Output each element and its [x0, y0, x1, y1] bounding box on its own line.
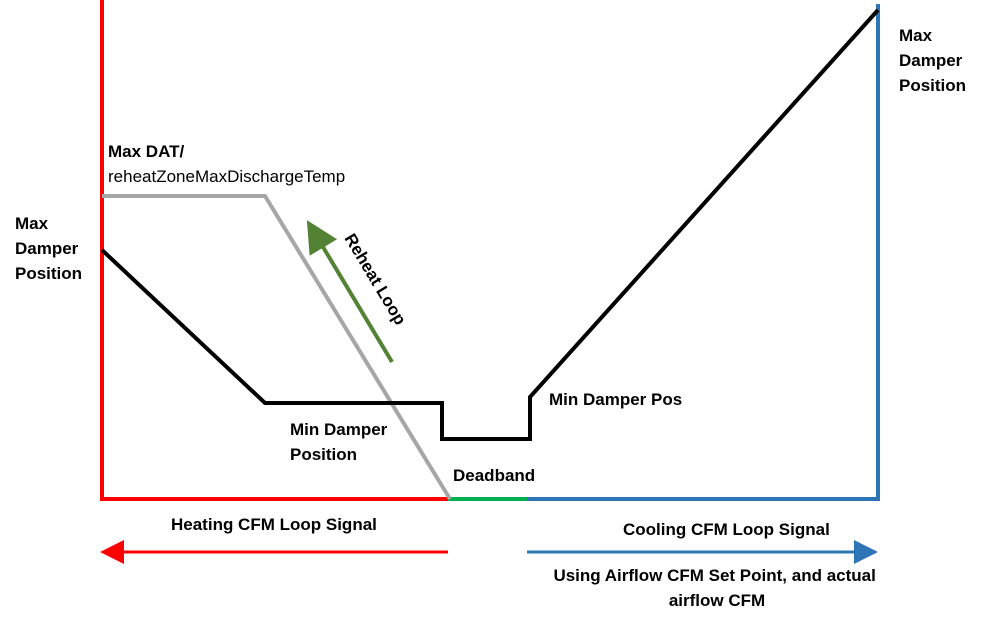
- deadband-label: Deadband: [453, 466, 535, 485]
- reheat-loop-label: Reheat Loop: [341, 230, 410, 328]
- reheat-loop-arrow: [306, 220, 394, 364]
- heating-signal-label: Heating CFM Loop Signal: [171, 515, 377, 534]
- max-dat-label: Max DAT/: [108, 142, 184, 161]
- max-dat-param-label: reheatZoneMaxDischargeTemp: [108, 167, 345, 186]
- max-damper-left-label: Max Damper Position: [15, 214, 83, 283]
- max-damper-right-label: Max Damper Position: [899, 26, 967, 95]
- min-damper-position-label: Min Damper Position: [290, 420, 392, 464]
- min-damper-pos-label: Min Damper Pos: [549, 390, 682, 409]
- damper-position-line: [100, 8, 880, 441]
- cooling-signal-label: Cooling CFM Loop Signal: [623, 520, 830, 539]
- cooling-note-label: Using Airflow CFM Set Point, and actual …: [553, 566, 880, 610]
- dat-line: [102, 194, 452, 501]
